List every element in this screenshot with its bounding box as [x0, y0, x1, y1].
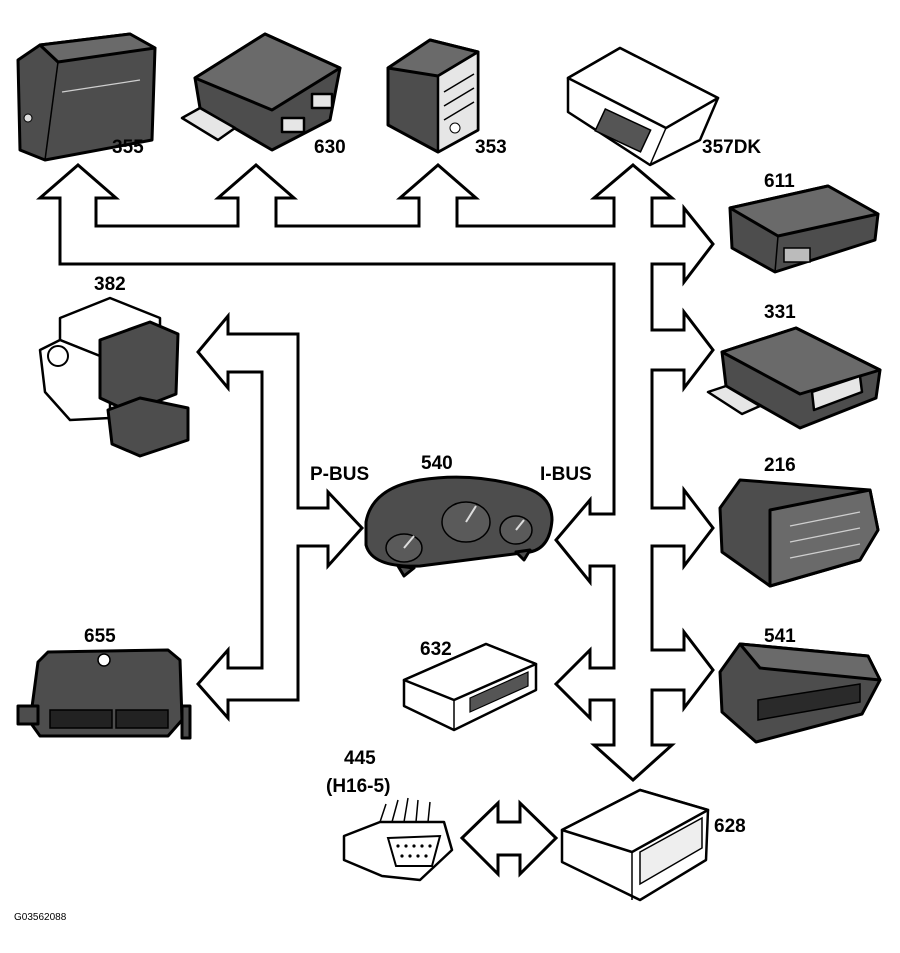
label-630: 630	[314, 137, 346, 158]
module-353	[386, 38, 480, 154]
p-bus-label: P-BUS	[310, 464, 369, 485]
module-632	[402, 642, 538, 732]
diagnostic-double-arrow	[459, 799, 559, 878]
label-445-sub: (H16-5)	[326, 776, 390, 797]
module-541	[718, 642, 882, 744]
i-bus-top-network	[35, 163, 715, 783]
module-216	[718, 478, 880, 588]
i-bus-label: I-BUS	[540, 464, 592, 485]
label-445: 445	[344, 748, 376, 769]
label-628: 628	[714, 816, 746, 837]
label-216: 216	[764, 455, 796, 476]
p-bus-network	[195, 311, 365, 722]
label-357dk: 357DK	[702, 137, 761, 158]
module-355	[16, 32, 157, 162]
module-630	[180, 32, 342, 152]
module-540	[364, 475, 554, 578]
figure-id: G03562088	[14, 912, 67, 923]
label-632: 632	[420, 639, 452, 660]
label-355: 355	[112, 137, 144, 158]
module-655	[16, 648, 192, 740]
module-382	[38, 296, 190, 458]
p-bus-arrows	[195, 311, 365, 722]
label-541: 541	[764, 626, 796, 647]
module-611	[728, 184, 880, 274]
label-353: 353	[475, 137, 507, 158]
label-540: 540	[421, 453, 453, 474]
label-382: 382	[94, 274, 126, 295]
label-331: 331	[764, 302, 796, 323]
module-357dk	[566, 46, 720, 167]
i-bus-arrows	[35, 163, 715, 783]
module-445	[342, 797, 454, 882]
module-331	[706, 326, 882, 430]
module-628	[560, 788, 710, 902]
label-611: 611	[764, 171, 795, 192]
label-655: 655	[84, 626, 116, 647]
